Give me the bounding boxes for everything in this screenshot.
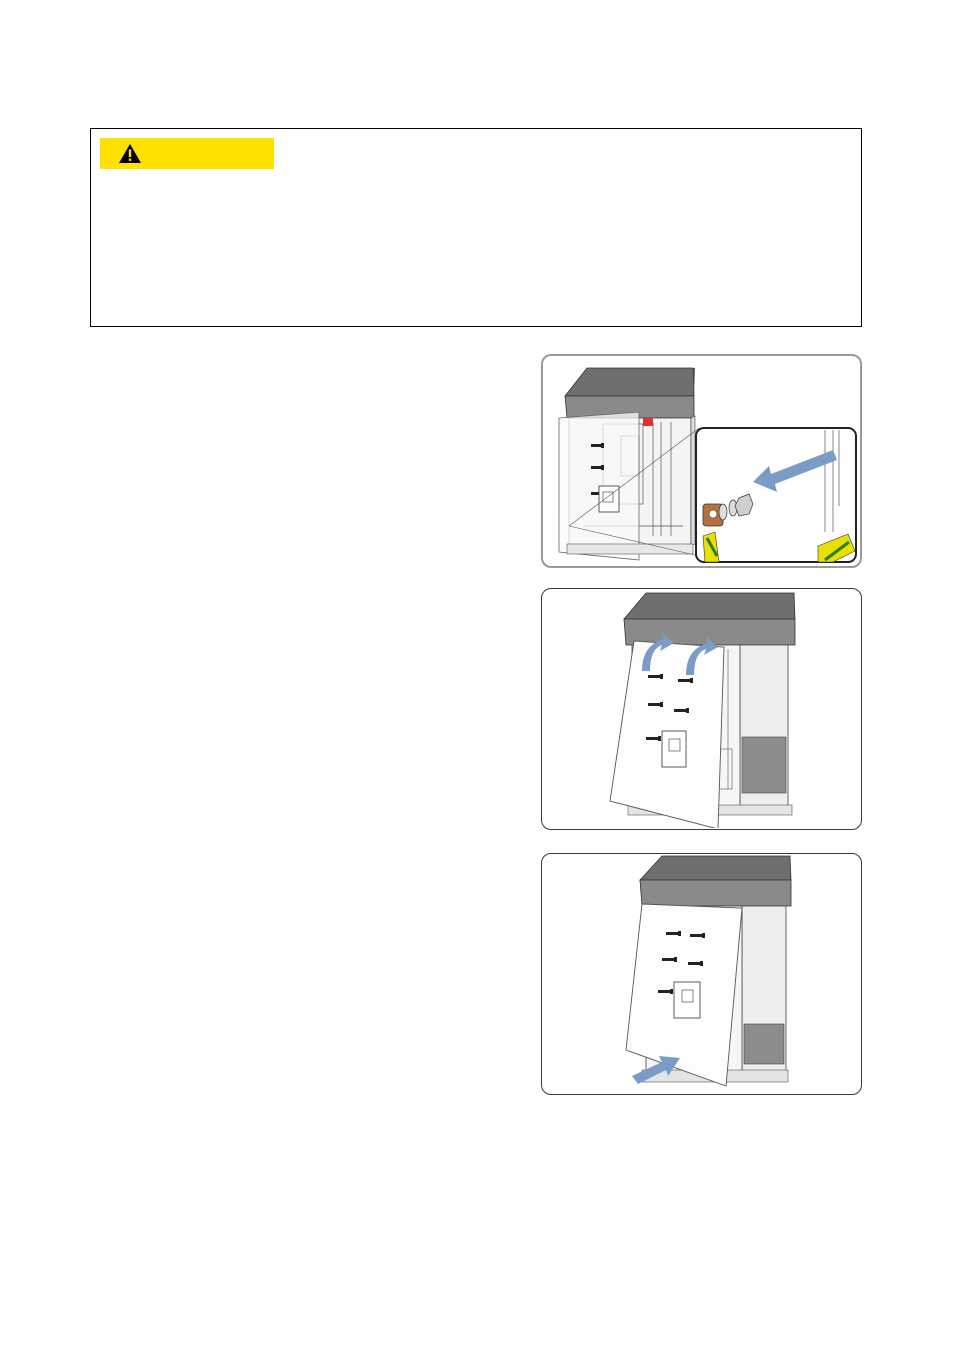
figure-attach-front-panel (541, 853, 862, 1095)
figure-disconnect-grounding (541, 354, 862, 568)
warning-banner (100, 138, 274, 169)
warning-triangle-icon (119, 144, 141, 163)
warning-box (90, 128, 862, 327)
figure-remove-front-panel (541, 588, 862, 830)
